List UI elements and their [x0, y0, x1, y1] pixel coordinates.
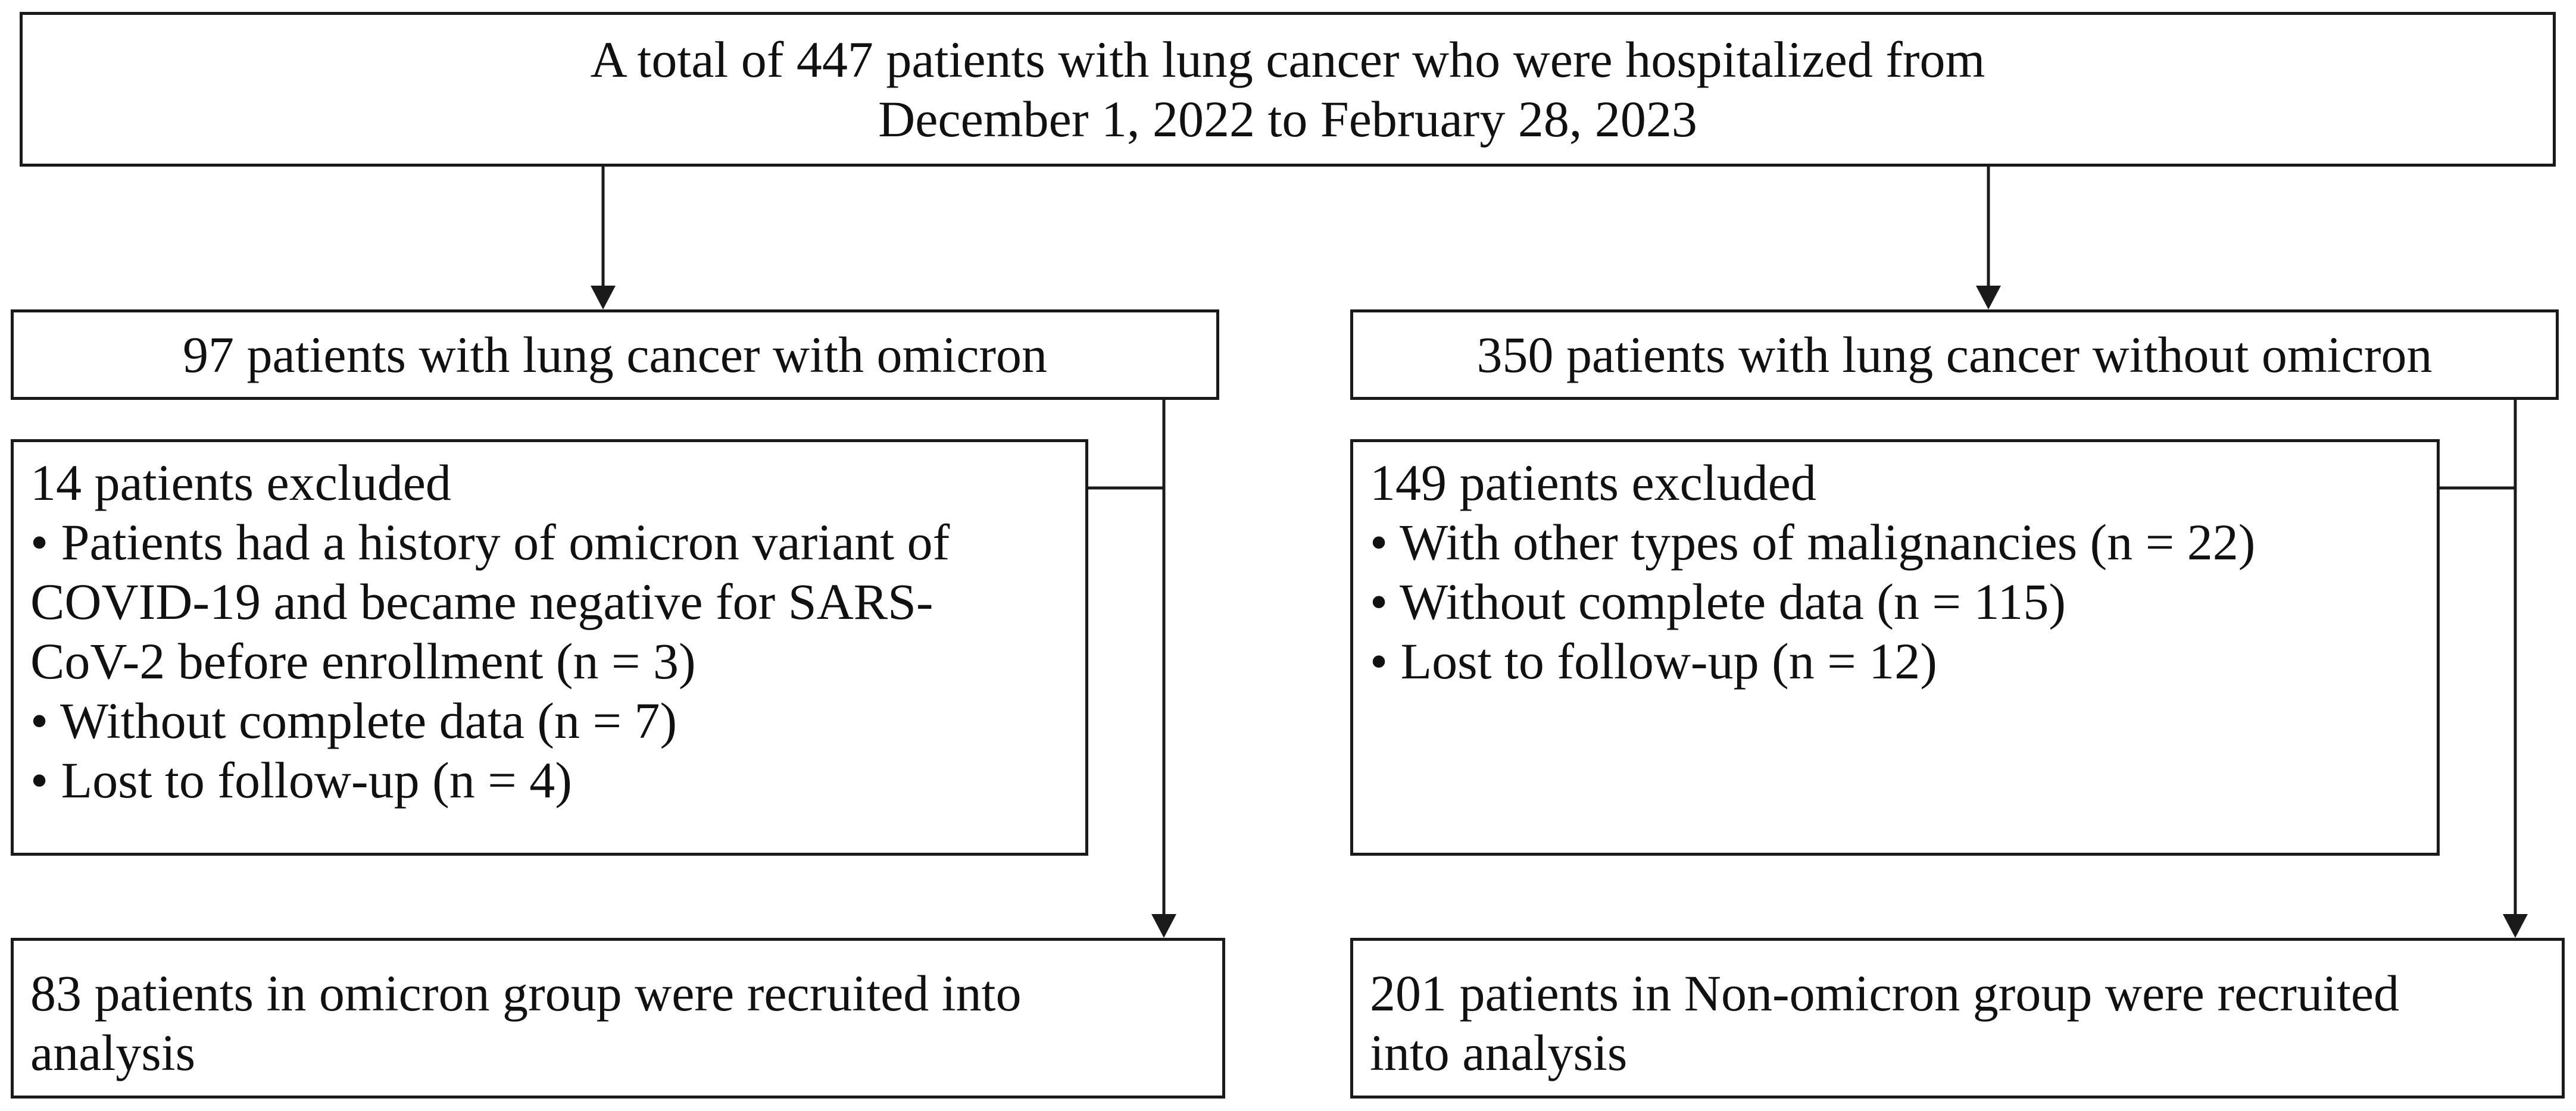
omicron-excluded-reason-2: • Without complete data (n = 7)	[30, 692, 677, 749]
non-omicron-final-box: 201 patients in Non-omicron group were r…	[1350, 938, 2565, 1099]
total-patients-line-2: December 1, 2022 to February 28, 2023	[878, 90, 1697, 148]
omicron-final-line-2: analysis	[30, 1024, 196, 1081]
omicron-excluded-box: 14 patients excluded • Patients had a hi…	[11, 439, 1088, 856]
arrowhead-top-to-right	[1976, 286, 2001, 309]
arrowhead-left-final	[1151, 914, 1176, 938]
omicron-excluded-header: 14 patients excluded	[30, 454, 451, 511]
non-omicron-final-line-2: into analysis	[1370, 1024, 1628, 1081]
non-omicron-excluded-reason-3: • Lost to follow-up (n = 12)	[1370, 633, 1937, 690]
arrowhead-top-to-left	[591, 286, 616, 309]
non-omicron-group-box: 350 patients with lung cancer without om…	[1350, 309, 2559, 400]
omicron-excluded-reason-3: • Lost to follow-up (n = 4)	[30, 752, 572, 809]
total-patients-line-1: A total of 447 patients with lung cancer…	[590, 31, 1985, 88]
omicron-excluded-reason-1a: • Patients had a history of omicron vari…	[30, 514, 950, 571]
non-omicron-final-line-1: 201 patients in Non-omicron group were r…	[1370, 965, 2400, 1022]
non-omicron-group-title: 350 patients with lung cancer without om…	[1476, 326, 2433, 383]
total-patients-box: A total of 447 patients with lung cancer…	[20, 12, 2556, 167]
omicron-final-line-1: 83 patients in omicron group were recrui…	[30, 965, 1022, 1022]
omicron-excluded-reason-1c: CoV-2 before enrollment (n = 3)	[30, 633, 696, 690]
omicron-group-box: 97 patients with lung cancer with omicro…	[11, 309, 1219, 400]
non-omicron-excluded-header: 149 patients excluded	[1370, 454, 1816, 511]
omicron-group-title: 97 patients with lung cancer with omicro…	[182, 326, 1048, 383]
arrowhead-right-final	[2503, 914, 2528, 938]
non-omicron-excluded-reason-2: • Without complete data (n = 115)	[1370, 573, 2066, 630]
non-omicron-excluded-box: 149 patients excluded • With other types…	[1350, 439, 2440, 856]
non-omicron-excluded-reason-1: • With other types of malignancies (n = …	[1370, 514, 2256, 571]
omicron-final-box: 83 patients in omicron group were recrui…	[11, 938, 1225, 1099]
omicron-excluded-reason-1b: COVID-19 and became negative for SARS-	[30, 573, 933, 630]
